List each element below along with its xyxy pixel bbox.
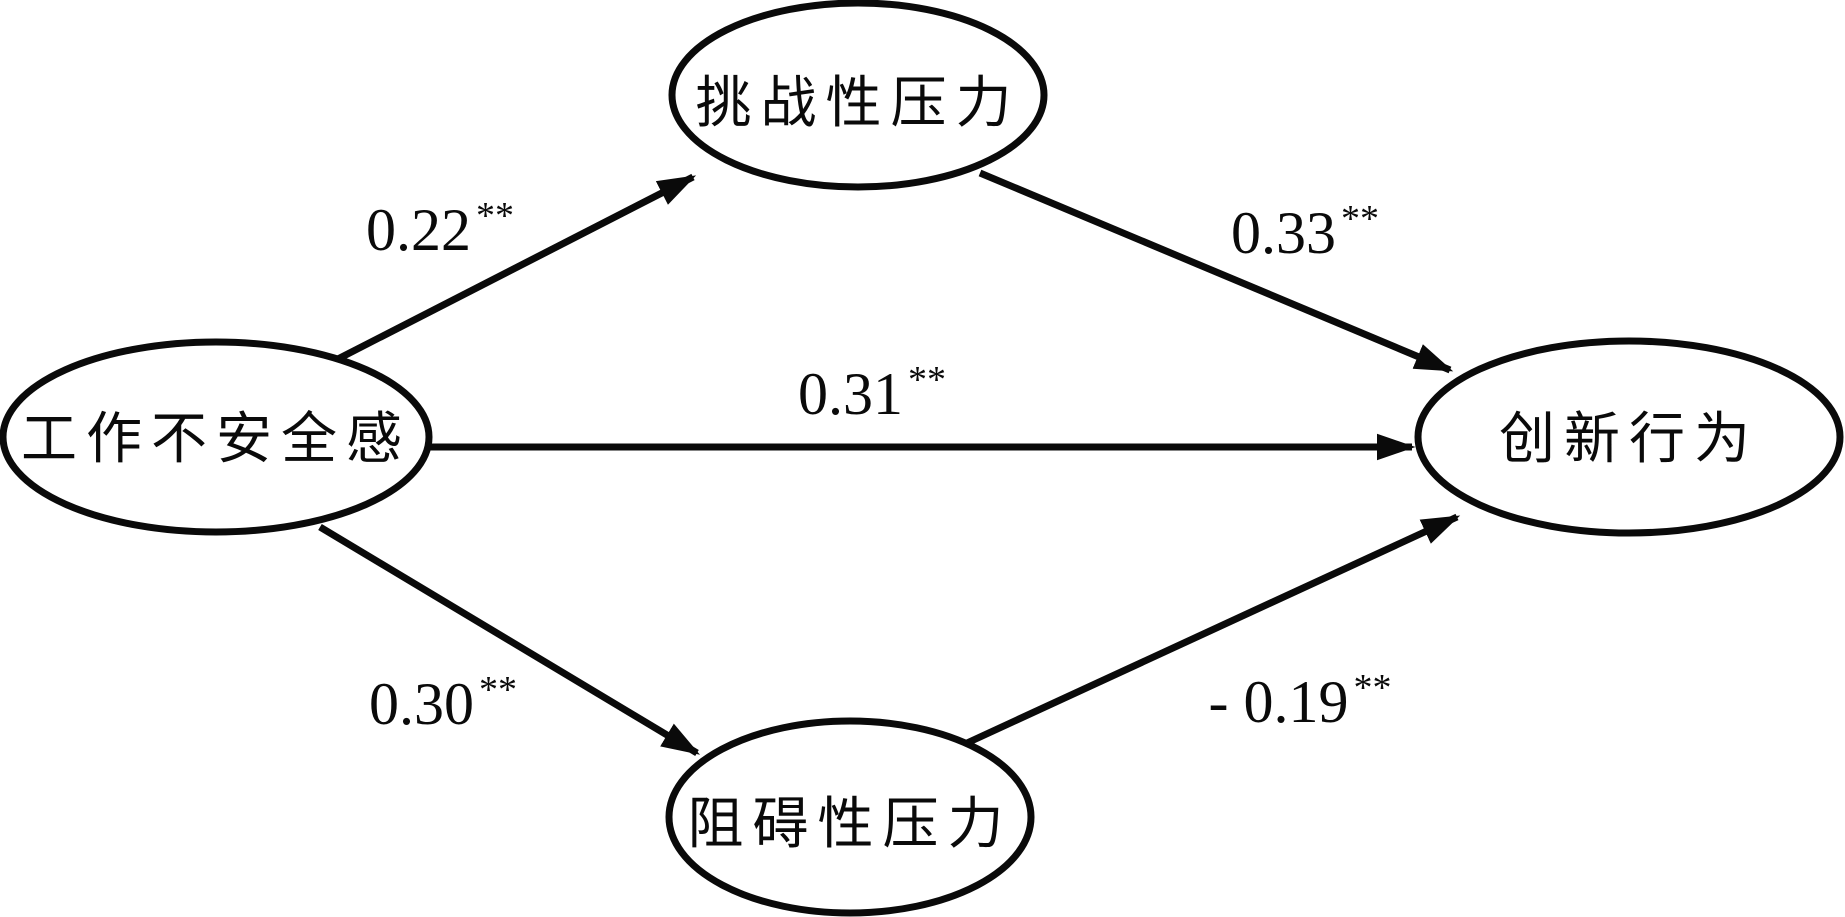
significance-stars: ** — [1353, 667, 1391, 709]
coefficient-value: - 0.19 — [1209, 669, 1349, 735]
edge-hindrance-to-innovation-arrow — [965, 513, 1461, 747]
node-challenge-stress — [668, 0, 1048, 191]
coefficient-value: 0.22 — [366, 197, 471, 263]
edge-insecurity-to-challenge-arrow — [330, 173, 697, 366]
edge-insecurity-to-hindrance-arrow — [318, 523, 701, 757]
node-hindrance-stress — [665, 717, 1035, 917]
edge-label-insecurity-to-challenge: 0.22** — [366, 195, 514, 263]
significance-stars: ** — [476, 195, 514, 237]
node-innovative-behavior — [1414, 337, 1844, 537]
node-job-insecurity — [0, 338, 433, 536]
node-label-hindrance-stress: 阻碍性压力 — [688, 794, 1013, 856]
significance-stars: ** — [479, 669, 517, 711]
significance-stars: ** — [908, 359, 946, 401]
edge-label-insecurity-to-hindrance: 0.30** — [369, 669, 517, 737]
edge-label-insecurity-to-innovation: 0.31** — [798, 359, 946, 427]
coefficient-value: 0.31 — [798, 361, 903, 427]
edge-label-hindrance-to-innovation: - 0.19** — [1209, 667, 1392, 735]
significance-stars: ** — [1341, 198, 1379, 240]
node-label-challenge-stress: 挑战性压力 — [696, 73, 1021, 135]
edge-label-challenge-to-innovation: 0.33** — [1231, 198, 1379, 266]
coefficient-value: 0.33 — [1231, 200, 1336, 266]
node-label-job-insecurity: 工作不安全感 — [21, 409, 411, 471]
node-label-innovative-behavior: 创新行为 — [1499, 409, 1759, 471]
edge-challenge-to-innovation-arrow — [978, 169, 1454, 374]
coefficient-value: 0.30 — [369, 671, 474, 737]
